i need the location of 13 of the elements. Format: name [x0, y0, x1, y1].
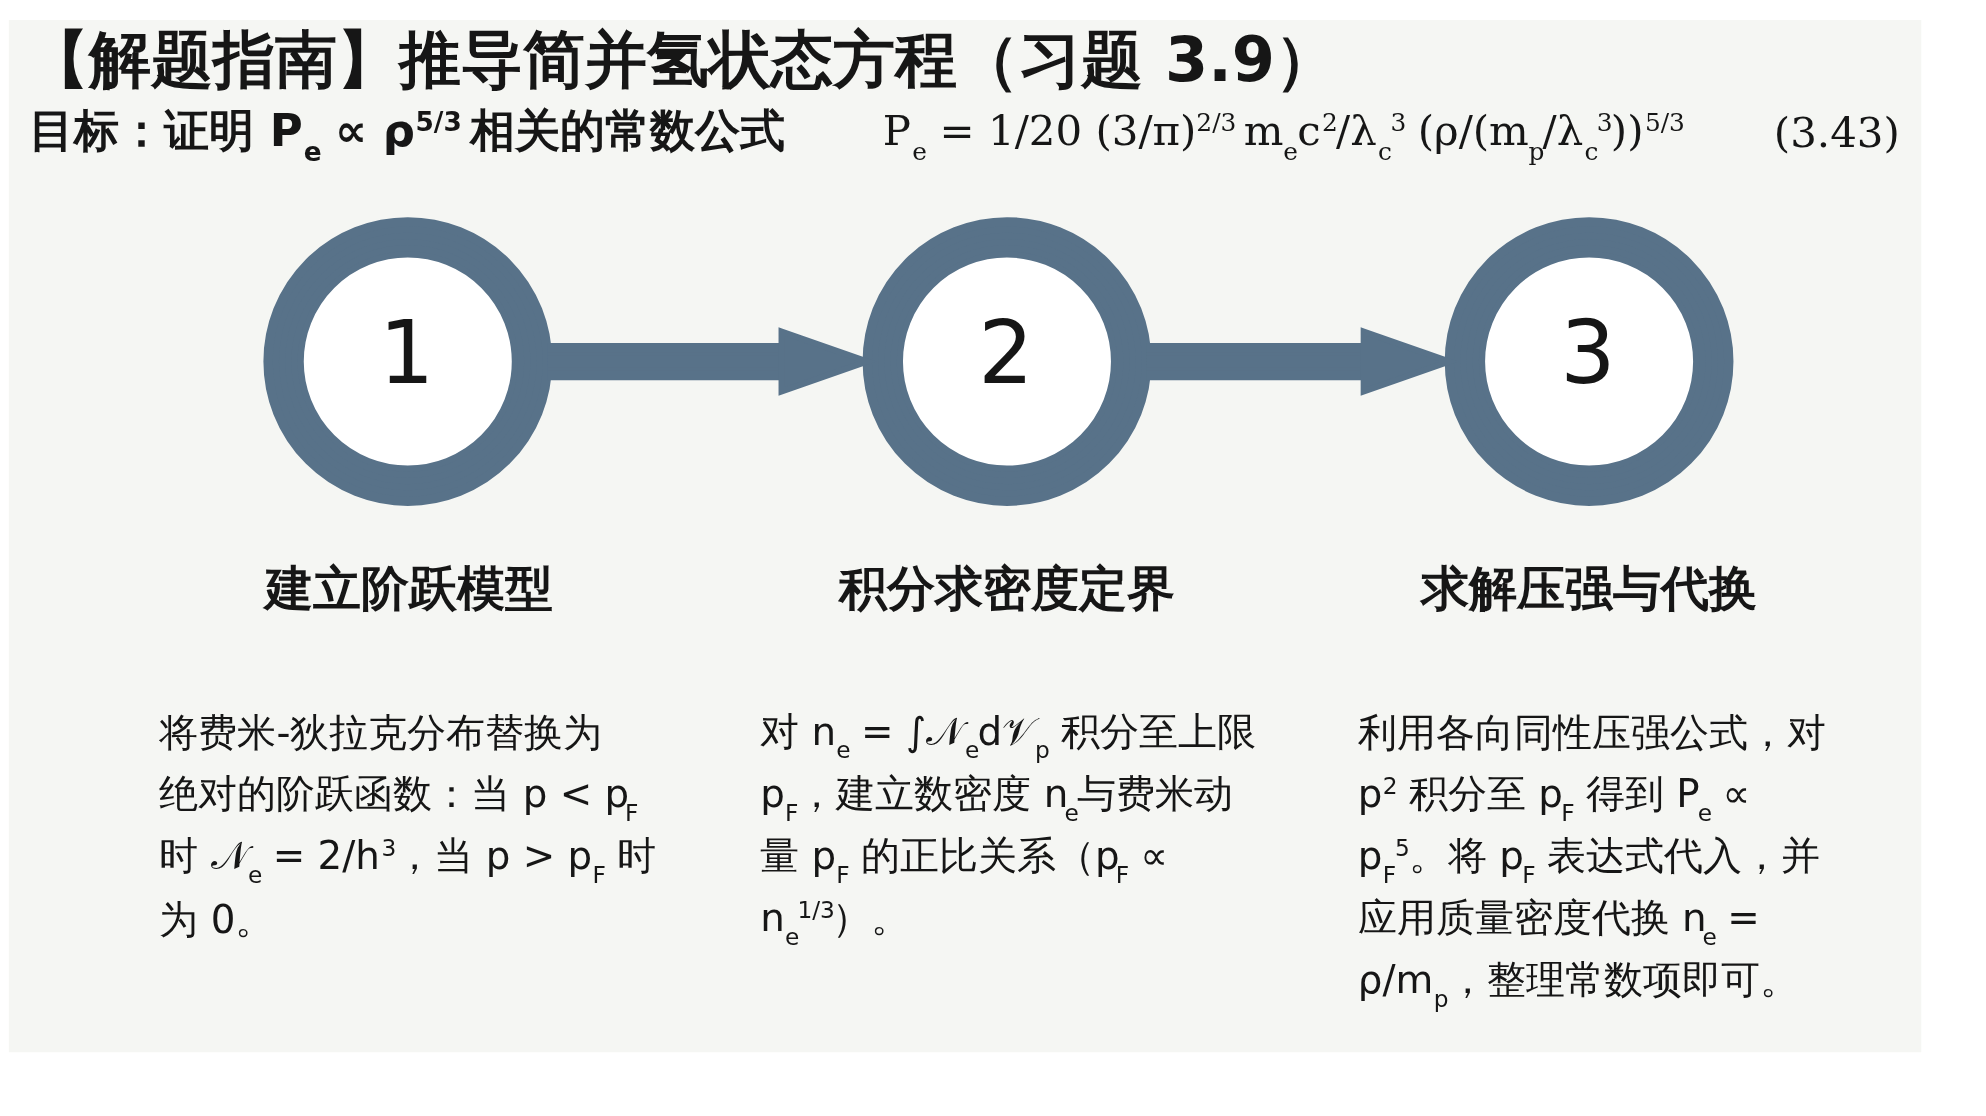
label: (3.43) — [1773, 107, 1900, 157]
node-circle: 2 — [862, 216, 1152, 506]
node-label: 求解压强与代换 — [1421, 559, 1758, 616]
node-label: 建立阶跃模型 — [264, 559, 553, 616]
diagram-title: 【解题指南】推导简并氢状态方程（习题 3.9） — [27, 22, 1338, 96]
node-circle: 3 — [1444, 216, 1734, 506]
node-circle: 1 — [263, 216, 553, 506]
node-label: 积分求密度定界 — [839, 559, 1176, 616]
label: P$_{e}$ = 1/20 (3/π)$^{2/3}$ m$_{e}$c$^{2}$/λ$_{c}$$^{3}$ (ρ/(m$_{p}$/λ$_{c}$$^{3}$))$^{5/3}$ — [882, 105, 1685, 166]
node-label: 对 n$_{e}$ = ∫𝒩$_{e}$d𝒱$_{p}$ 积分至上限 p$_{F}$，建立数密度 n$_{e}$与费米动量 p$_{F}$ 的正比关系（p$_{F}$ ∝ n$_{e}$$^{1/3}$）。 — [760, 708, 1257, 950]
node-label: 将费米-狄拉克分布替换为绝对的阶跃函数：当 p < p$_{F}$ 时 𝒩$_{e}$ = 2/h$^{3}$，当 p > p$_{F}$ 时为 0。 — [159, 709, 657, 942]
node-label: 利用各向同性压强公式，对p$^{2}$ 积分至 p$_{F}$ 得到 P$_{e}$ ∝ p$_{F}$$^{5}$。将 p$_{F}$ 表达式代入，并应用质量密度代换 n$_{e}$ = ρ/m$_{p}$，整理常数项即可。 — [1357, 709, 1826, 1012]
label: 目标：证明 P$_{e}$ ∝ ρ$^{5/3}$ 相关的常数公式 — [29, 103, 786, 167]
